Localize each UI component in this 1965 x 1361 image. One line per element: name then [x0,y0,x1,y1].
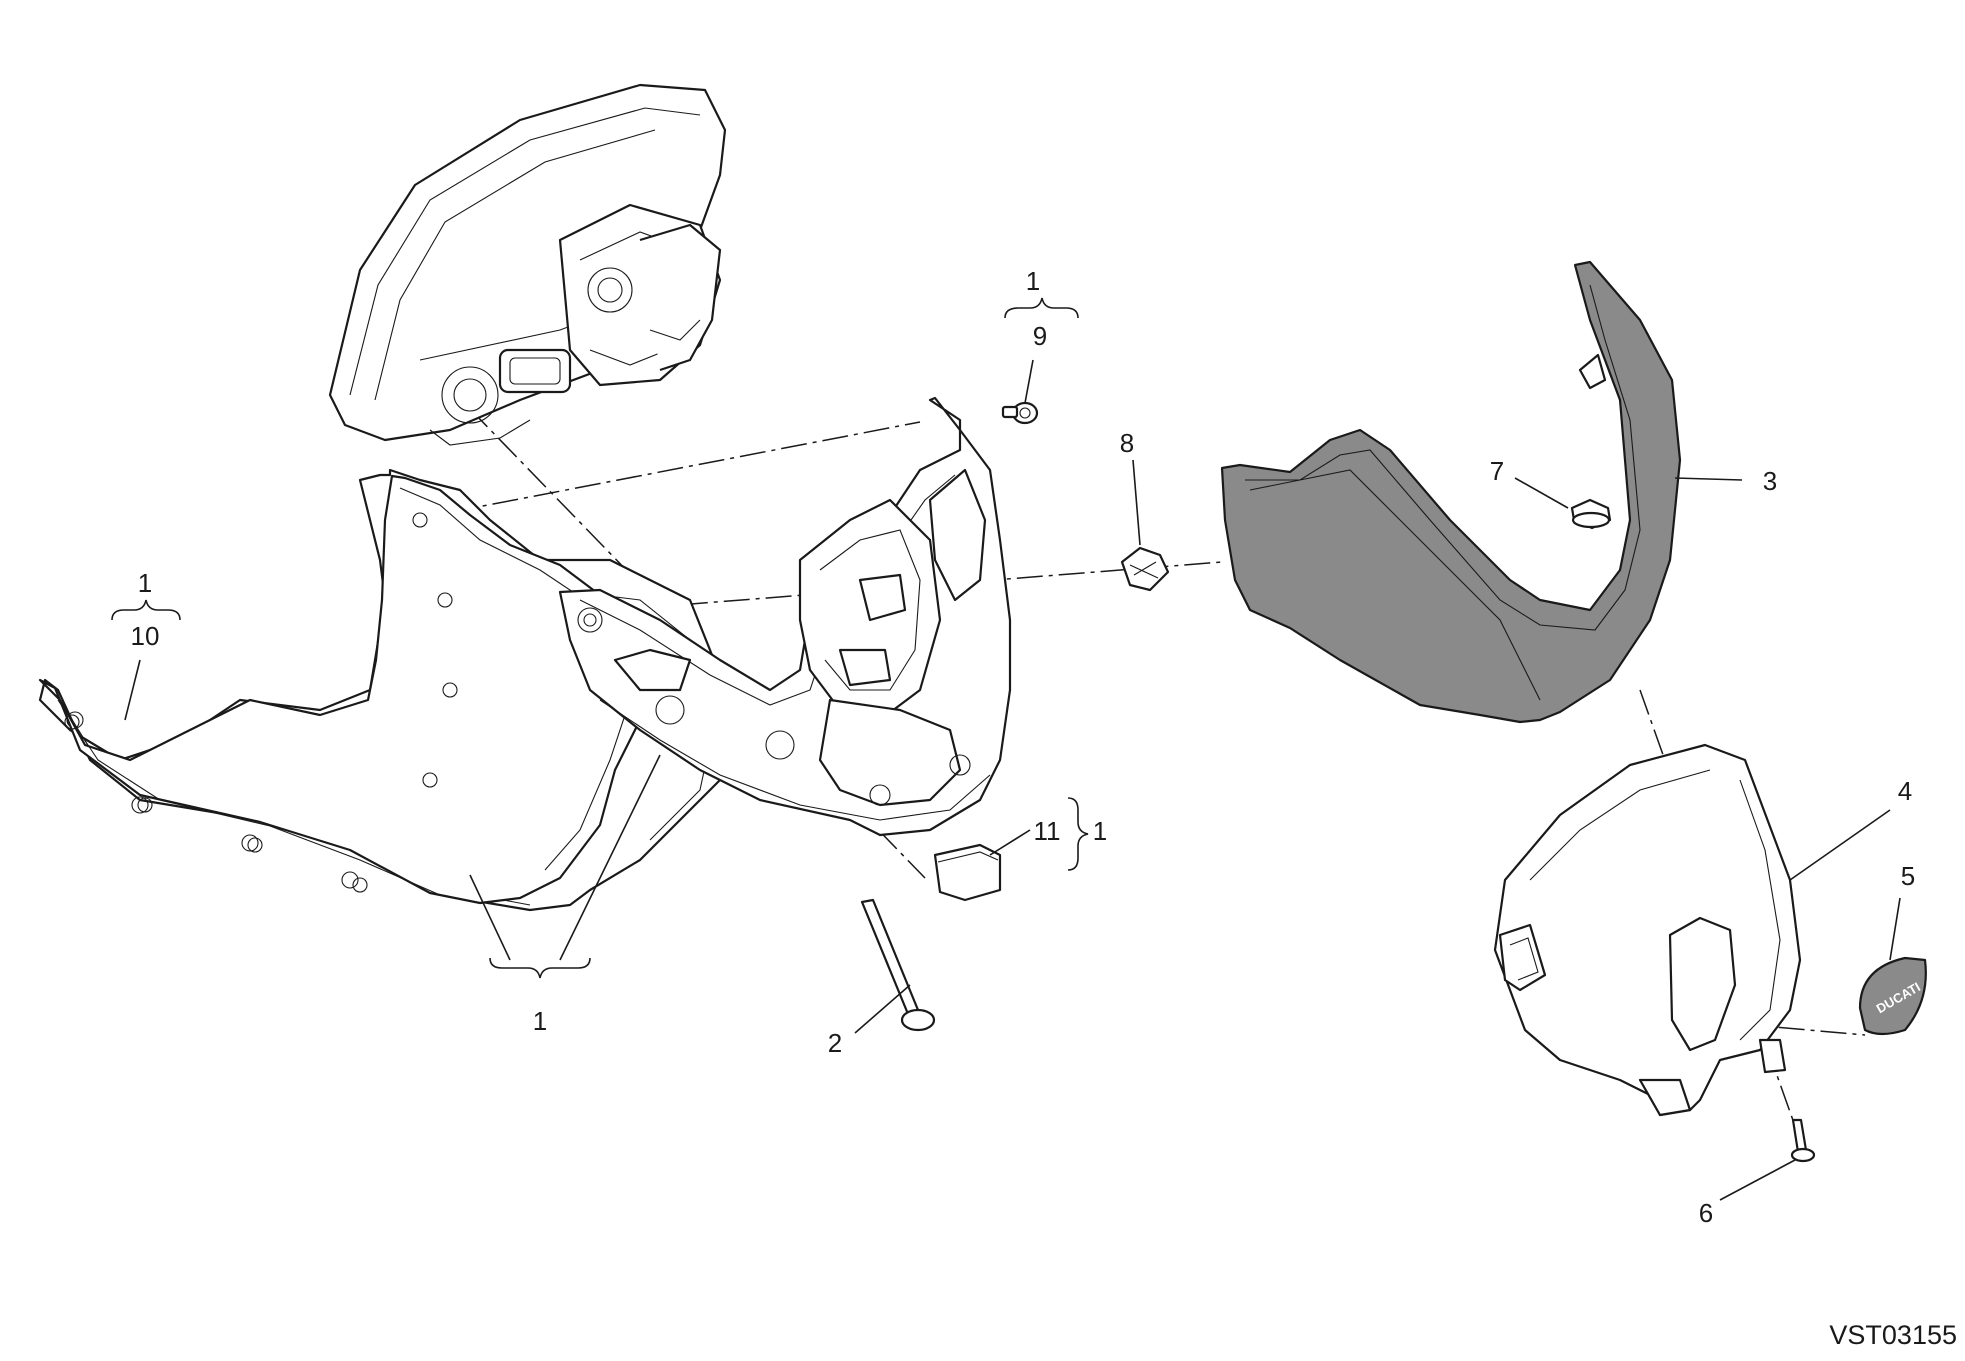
callout-4: 4 [1898,776,1912,806]
callout-2: 2 [828,1028,842,1058]
screw-6 [1790,1118,1816,1163]
callout-6: 6 [1699,1198,1713,1228]
callout-10: 10 [131,621,160,651]
bolt-2 [860,898,936,1032]
callout-9: 9 [1033,321,1047,351]
callout-11: 11 [1034,816,1061,846]
windshield-3 [1220,260,1682,724]
leader-lines [124,359,1901,1201]
screw-9 [1001,401,1039,425]
document-code: VST03155 [1829,1320,1957,1350]
central-inner-cover [558,396,1012,837]
rubber-block-11 [933,843,1002,902]
callout-labels: 1 9 8 7 3 1 10 11 1 1 2 4 5 6 [131,266,1916,1228]
callout-8: 8 [1120,428,1134,458]
ducati-logo-badge-5: DUCATI [1858,956,1927,1036]
callout-1-bottom: 1 [533,1006,547,1036]
braces [111,297,1089,979]
callout-1-left: 1 [138,568,152,598]
instrument-cluster [328,83,727,446]
left-side-panel [38,474,652,905]
callout-5: 5 [1901,861,1915,891]
callout-1-right: 1 [1093,816,1107,846]
clip-8 [1120,546,1170,592]
callout-3: 3 [1763,466,1777,496]
callout-1-top: 1 [1026,266,1040,296]
callout-7: 7 [1490,456,1504,486]
nut-7 [1570,498,1612,530]
headlight-housing-4 [1493,743,1802,1117]
